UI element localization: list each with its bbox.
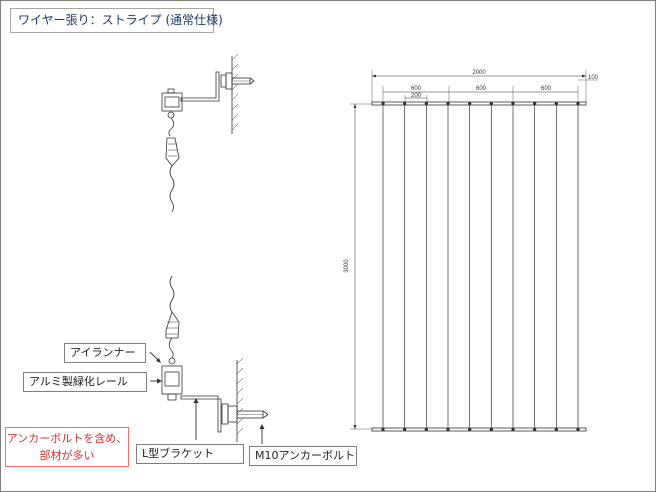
wire-bottom-fitting [424,427,428,432]
wire-top-fitting [554,101,558,106]
warning-note-line-1: アンカーボルトを含め、 [6,432,128,445]
top-wall-hatch [231,53,239,131]
wire-top-fitting [424,101,428,106]
callout-l-bracket: L型ブラケット [136,444,244,464]
callout-arrowheads [156,358,265,429]
wire-top-fitting [468,101,472,106]
wire-bottom-fitting [533,427,537,432]
wire-bottom-fitting [511,427,515,432]
bottom-wall-hatch [236,357,244,435]
wire-top-fitting [489,101,493,106]
wire-bottom-fitting [489,427,493,432]
top-mount-detail [161,53,255,213]
wires [381,101,580,432]
dim-spacing-1: 600 [411,86,422,92]
wire-bottom-fitting [468,427,472,432]
wire-top-fitting [576,101,580,106]
elevation-view [350,70,598,432]
warning-note: アンカーボルトを含め、 部材が多い [5,427,129,467]
page-title: ワイヤー張り：ストライプ (通常仕様) [10,8,223,33]
wire-bottom-fitting [446,427,450,432]
wire-bottom-fitting [554,427,558,432]
dim-spacing-3: 600 [541,86,552,92]
bottom-mount-detail [161,275,269,442]
dim-spacing-2: 600 [476,86,487,92]
wire-top-fitting [403,101,407,106]
wire-bottom-fitting [403,427,407,432]
callout-eye-runner: アイランナー [64,343,146,363]
wire-top-fitting [446,101,450,106]
dim-total-width: 2000 [472,70,486,76]
wire-top-fitting [511,101,515,106]
callout-anchor-bolt: M10アンカーボルト [249,446,357,466]
dim-wire-pitch: 200 [411,93,422,99]
wire-bottom-fitting [381,427,385,432]
dimension-ticks [353,74,586,429]
callout-aluminum-rail: アルミ製緑化レール [23,372,147,392]
wire-top-fitting [381,101,385,106]
warning-note-line-2: 部材が多い [39,449,95,462]
dim-height: 3000 [344,259,350,273]
dim-edge-offset: 100 [588,75,599,81]
wire-bottom-fitting [576,427,580,432]
wire-top-fitting [533,101,537,106]
